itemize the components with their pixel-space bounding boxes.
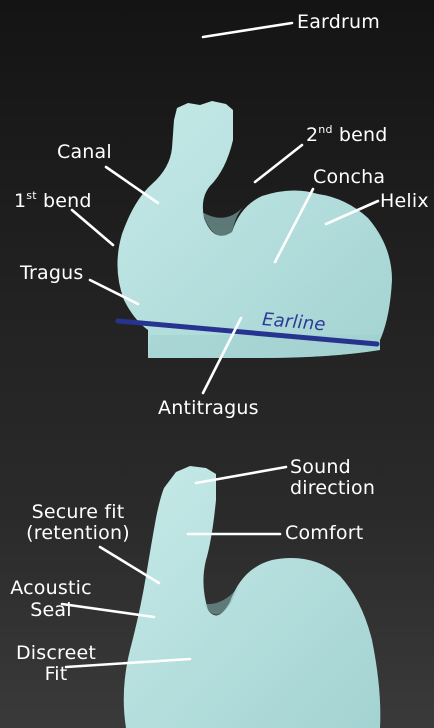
label-2nd-bend: 2nd bend: [306, 125, 388, 145]
leader-canal: [106, 167, 158, 203]
label-eardrum: Eardrum: [297, 12, 380, 32]
leader-2nd-bend: [255, 145, 302, 182]
label-1st-bend-suffix: st: [26, 189, 36, 202]
label-secure-fit: Secure fit (retention): [22, 502, 134, 544]
label-tragus: Tragus: [20, 263, 83, 283]
label-2nd-bend-text: bend: [333, 124, 388, 146]
label-2nd-bend-suffix: nd: [318, 123, 332, 136]
label-1st-bend-number: 1: [14, 190, 26, 212]
label-1st-bend-text: bend: [37, 190, 92, 212]
label-concha: Concha: [313, 167, 385, 187]
label-1st-bend: 1st bend: [14, 191, 92, 211]
label-helix: Helix: [380, 191, 429, 211]
leader-1st-bend: [72, 210, 113, 245]
label-acoustic-seal: Acoustic Seal: [10, 577, 92, 621]
label-canal: Canal: [57, 142, 112, 162]
label-comfort: Comfort: [285, 523, 363, 543]
label-antitragus: Antitragus: [158, 398, 259, 418]
label-discreet-fit: Discreet Fit: [15, 643, 97, 685]
bottom-ear-impression-model: [124, 466, 381, 728]
label-sound-direction: Sound direction: [290, 457, 375, 499]
leader-eardrum: [203, 23, 292, 37]
label-2nd-bend-number: 2: [306, 124, 318, 146]
